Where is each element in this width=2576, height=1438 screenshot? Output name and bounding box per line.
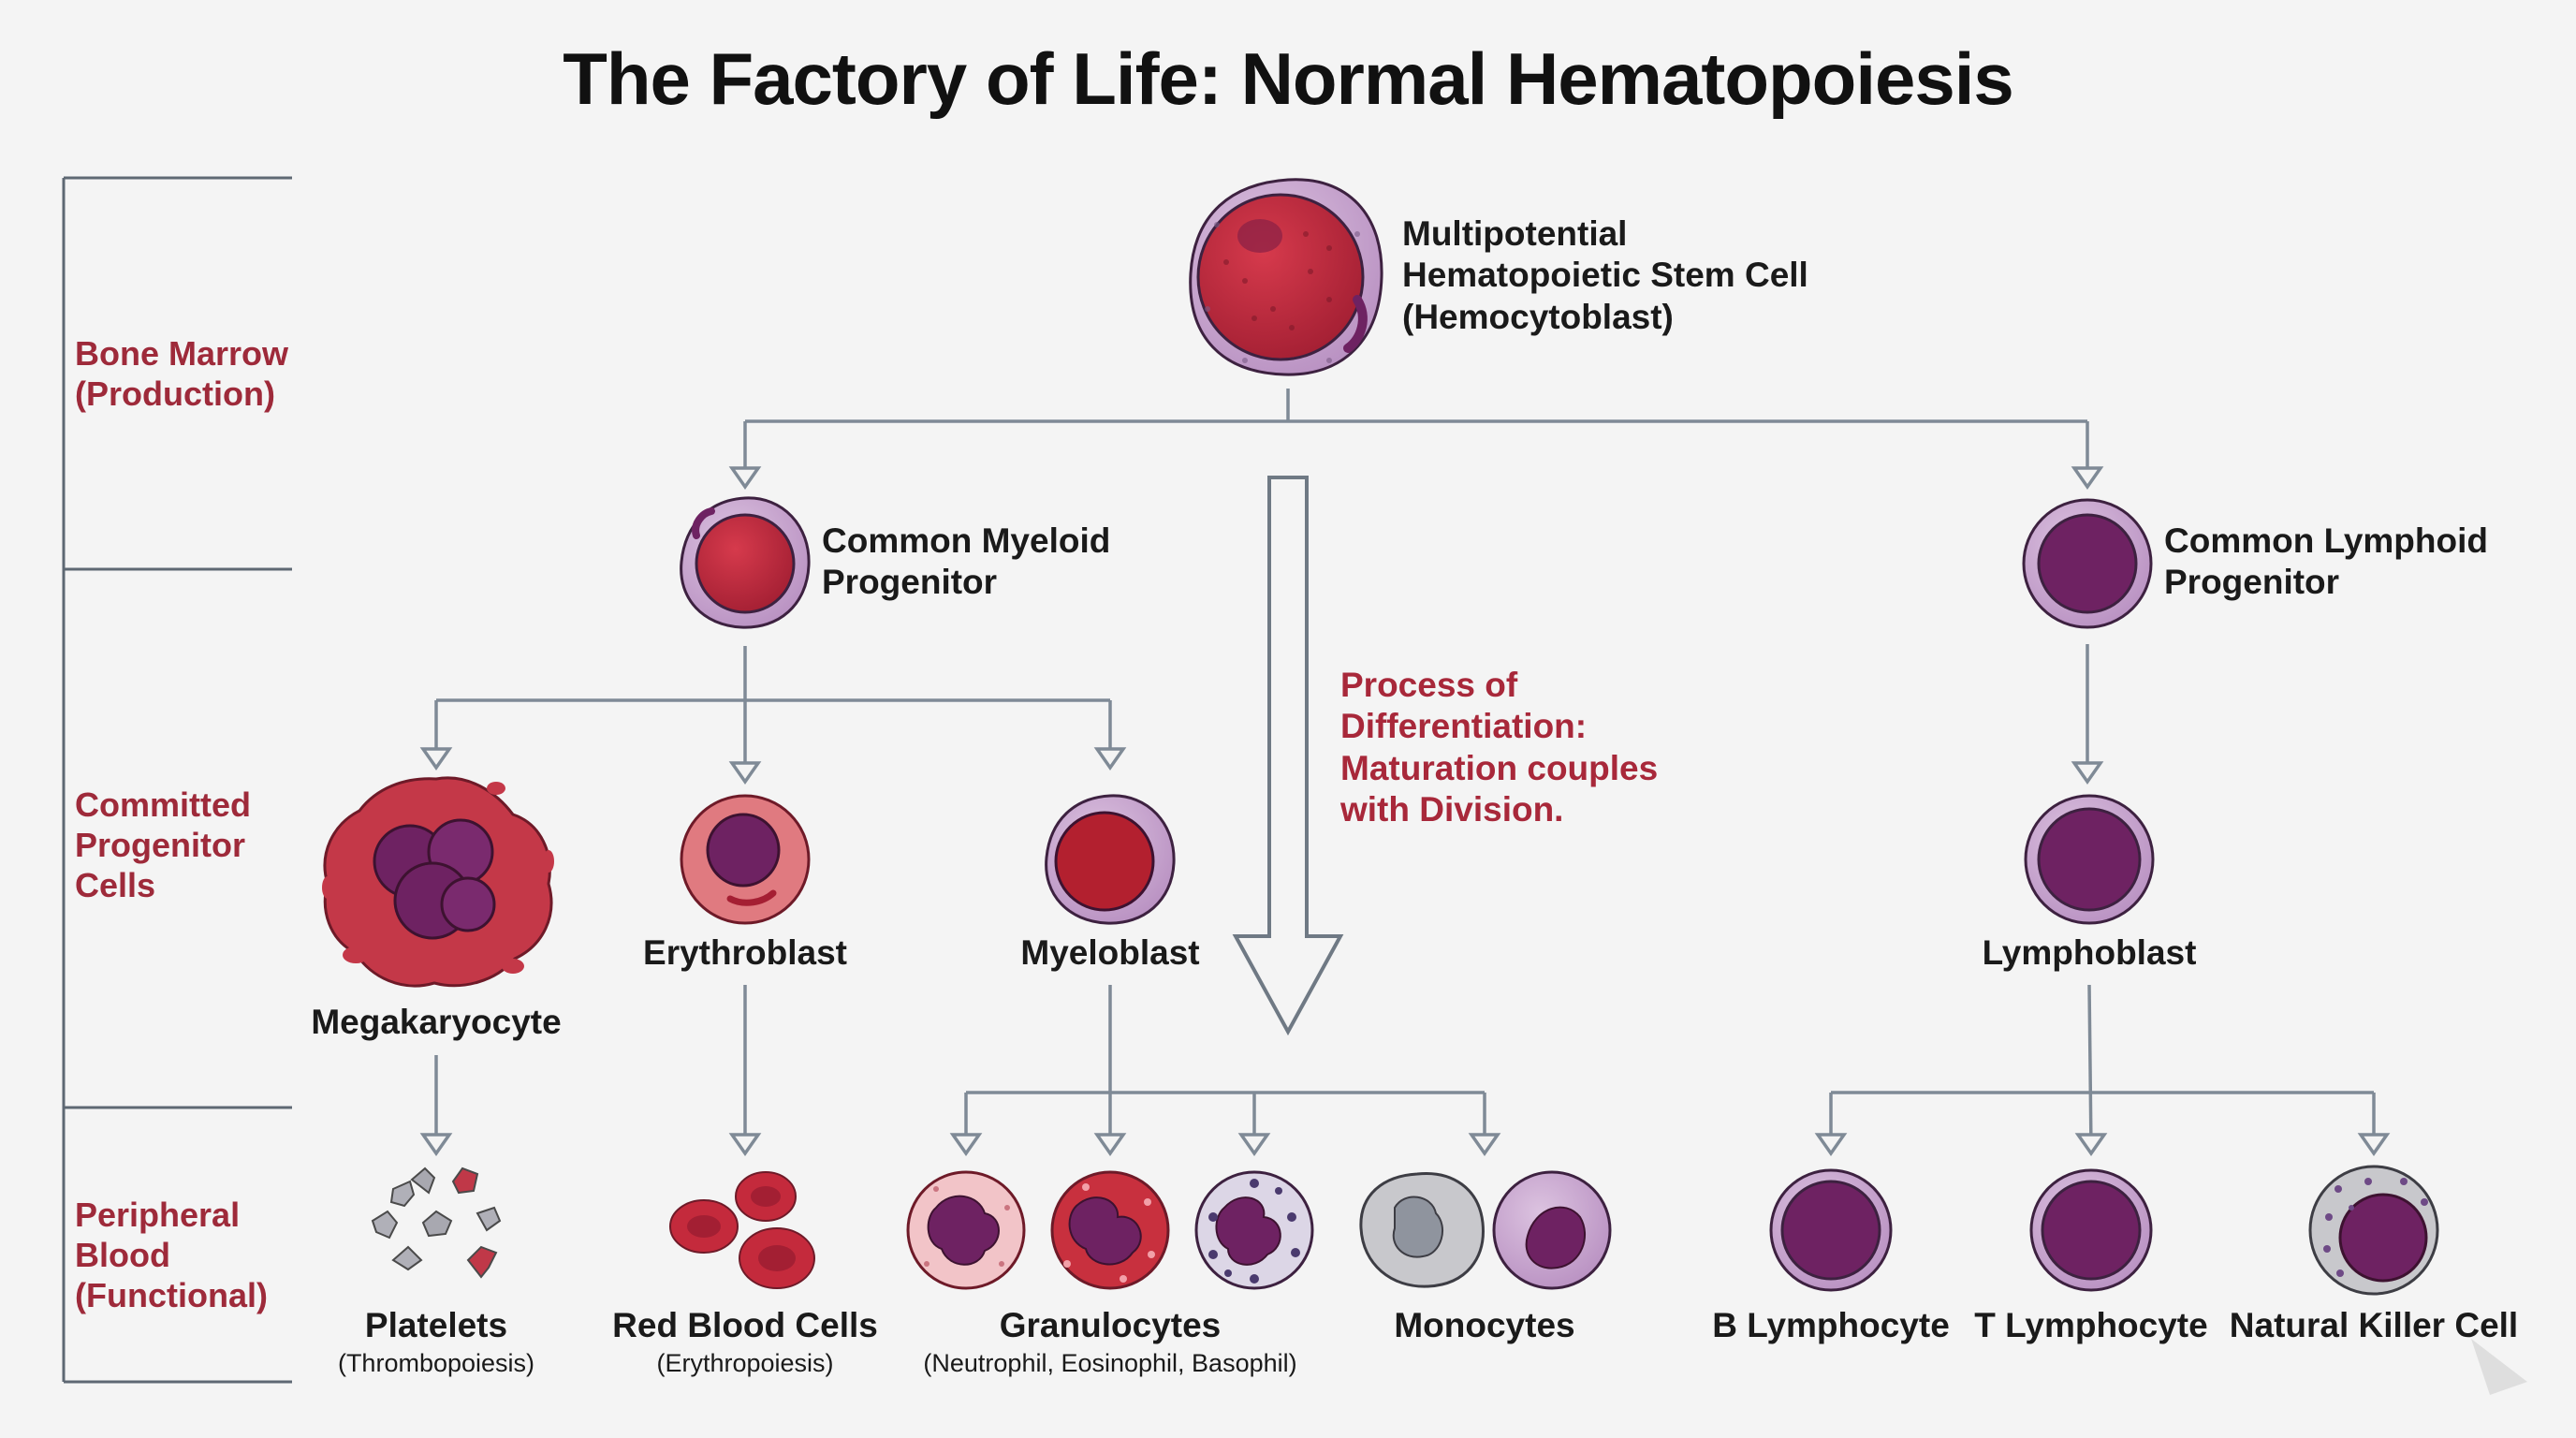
monocytes-label: Monocytes xyxy=(1394,1306,1575,1344)
monocyte-image-2 xyxy=(1492,1170,1612,1290)
myeloblast-image xyxy=(1045,794,1176,925)
eosinophil-image xyxy=(1050,1170,1170,1290)
lymphoid-progenitor-label: Common Lymphoid Progenitor xyxy=(2164,521,2488,602)
granulocytes-label: Granulocytes xyxy=(999,1306,1222,1344)
differentiation-arrow xyxy=(1232,476,1344,1036)
erythroblast-image xyxy=(680,794,811,925)
connectors xyxy=(434,389,2376,1151)
stem-cell-label: Multipotential Hematopoietic Stem Cell (… xyxy=(1402,214,1808,336)
watermark-mark xyxy=(2471,1339,2527,1395)
megakaryocyte-label: Megakaryocyte xyxy=(311,1003,562,1041)
page-title: The Factory of Life: Normal Hematopoiesi… xyxy=(563,37,2014,120)
red-blood-cells-label: Red Blood Cells xyxy=(612,1306,878,1344)
neutrophil-image xyxy=(906,1170,1026,1290)
myeloblast-label: Myeloblast xyxy=(1020,933,1200,972)
myeloid-progenitor-label: Common Myeloid Progenitor xyxy=(822,521,1111,602)
t-lymphocyte-label: T Lymphocyte xyxy=(1974,1306,2208,1344)
platelets-image xyxy=(371,1167,502,1279)
stem-cell-image xyxy=(1189,178,1383,376)
b-lymphocyte-image xyxy=(1769,1168,1893,1292)
stage-label-committed: Committed Progenitor Cells xyxy=(75,785,251,905)
nk-cell-label: Natural Killer Cell xyxy=(2229,1306,2519,1344)
platelets-sublabel: (Thrombopoiesis) xyxy=(337,1349,535,1377)
granulocytes-sublabel: (Neutrophil, Eosinophil, Basophil) xyxy=(923,1349,1297,1377)
stage-bracket xyxy=(62,176,292,1384)
lymphoblast-image xyxy=(2024,794,2155,925)
lymphoid-progenitor-image xyxy=(2022,498,2153,629)
b-lymphocyte-label: B Lymphocyte xyxy=(1712,1306,1950,1344)
nk-cell-image xyxy=(2308,1165,2439,1296)
megakaryocyte-image xyxy=(322,776,554,988)
t-lymphocyte-image xyxy=(2029,1168,2153,1292)
lymphoblast-label: Lymphoblast xyxy=(1982,933,2197,972)
erythroblast-label: Erythroblast xyxy=(643,933,847,972)
stage-label-peripheral: Peripheral Blood (Functional) xyxy=(75,1196,268,1315)
myeloid-progenitor-image xyxy=(680,496,811,629)
stage-label-bone-marrow: Bone Marrow (Production) xyxy=(75,334,289,414)
arrowheads xyxy=(419,466,2391,1157)
differentiation-note: Process of Differentiation: Maturation c… xyxy=(1340,666,1659,829)
monocyte-image-1 xyxy=(1359,1171,1485,1288)
basophil-image xyxy=(1194,1170,1314,1290)
red-blood-cells-image xyxy=(669,1171,815,1289)
red-blood-cells-sublabel: (Erythropoiesis) xyxy=(656,1349,834,1377)
platelets-label: Platelets xyxy=(364,1306,508,1344)
